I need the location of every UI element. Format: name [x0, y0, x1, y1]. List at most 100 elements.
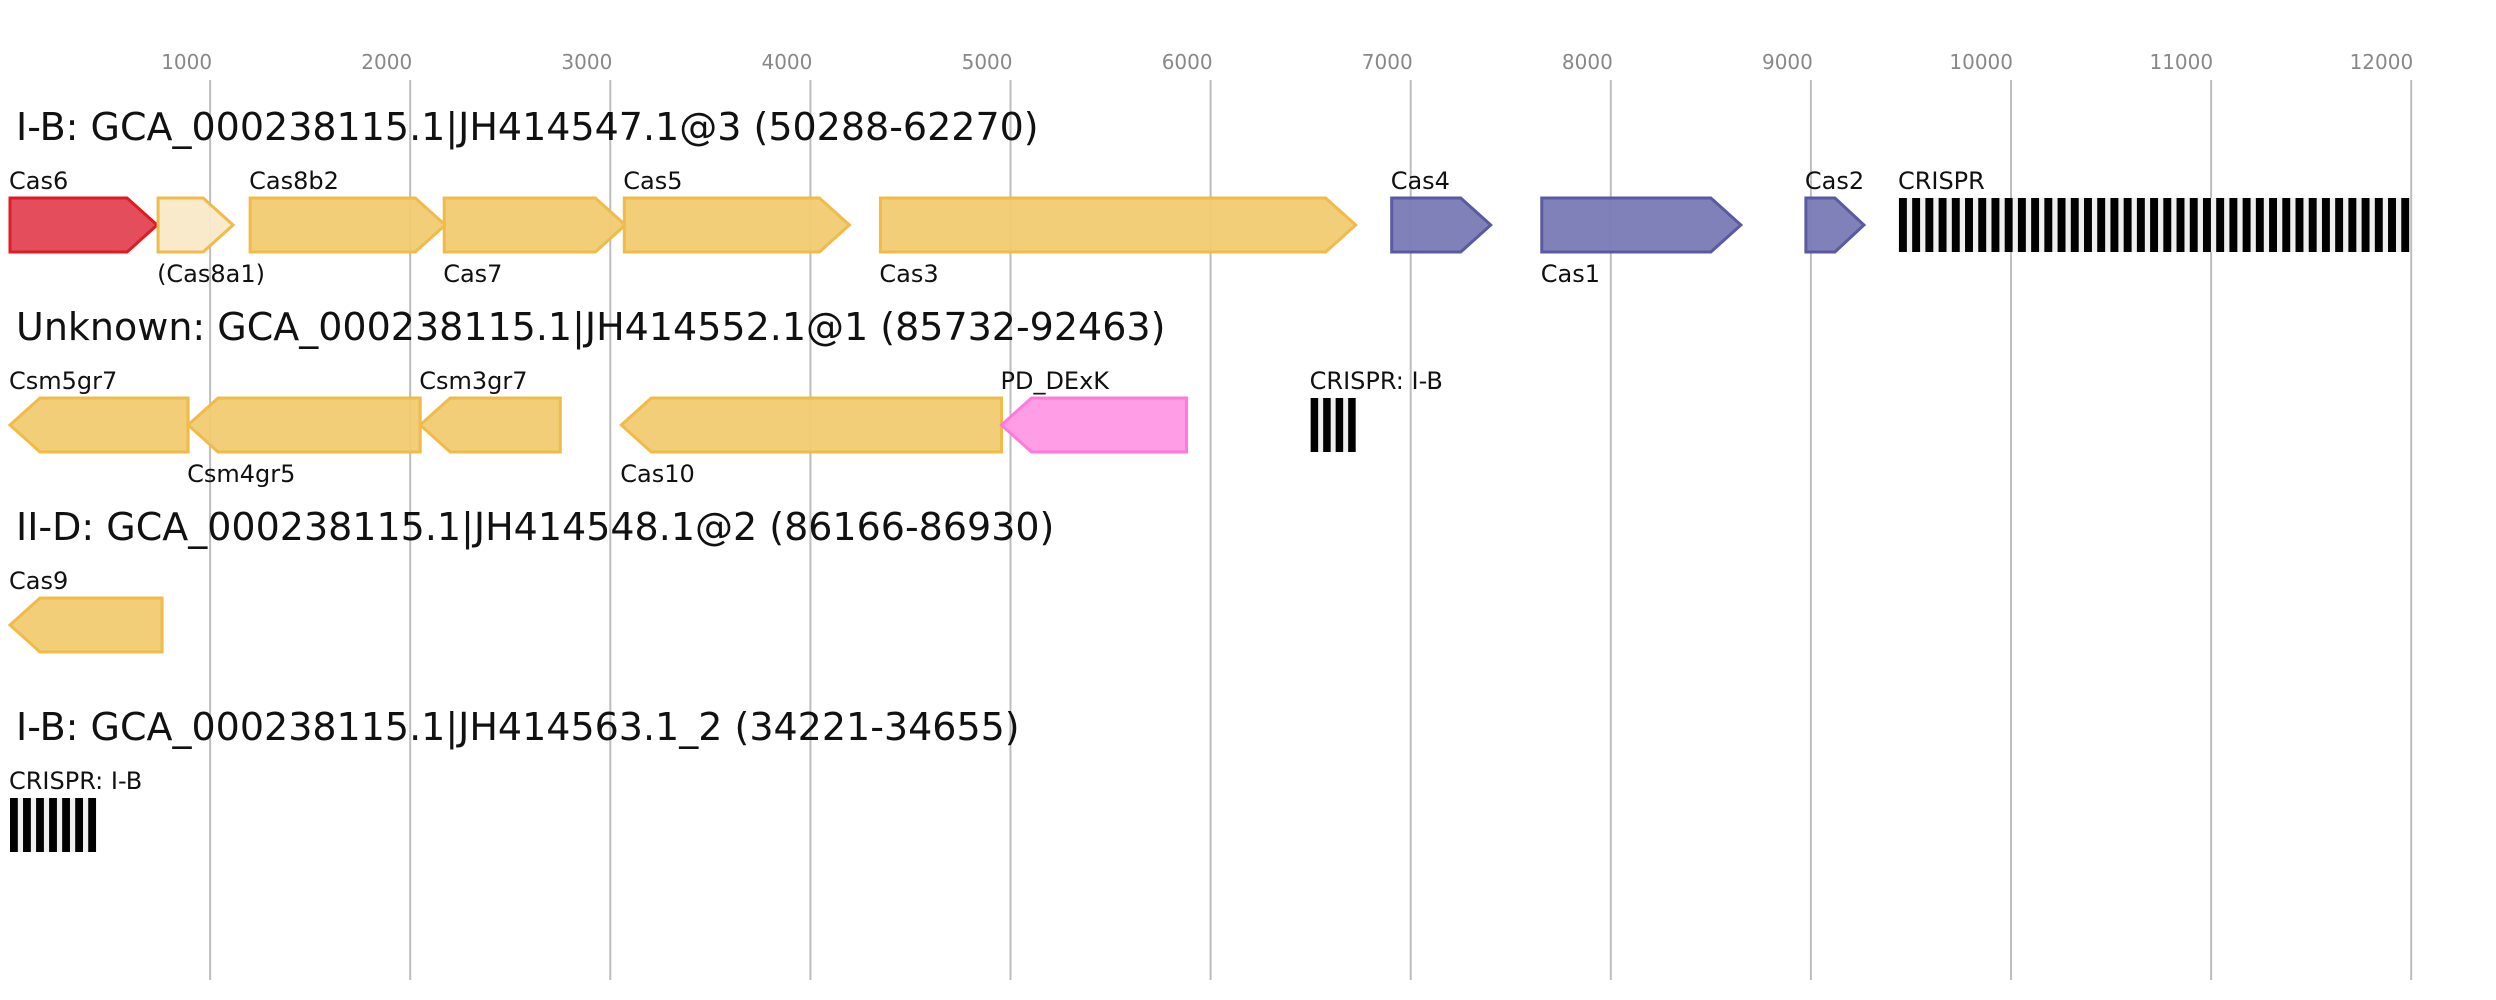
crispr-repeat [2123, 198, 2132, 252]
x-tick-label: 3000 [561, 50, 612, 74]
gene-csm5gr7[interactable]: Csm5gr7 [7, 367, 190, 454]
feature-label: CRISPR: I-B [1310, 367, 1443, 395]
crispr-repeat [2044, 198, 2053, 252]
crispr-repeat [1323, 398, 1331, 452]
gene-arrow-reverse[interactable] [7, 596, 164, 654]
crispr-repeat [2070, 198, 2079, 252]
crispr-repeat [2097, 198, 2106, 252]
feature-label: Cas1 [1541, 260, 1600, 288]
crispr-repeat [2136, 198, 2145, 252]
feature-label: Cas6 [9, 167, 68, 195]
feature-label: Cas4 [1391, 167, 1450, 195]
gene-cas9[interactable]: Cas9 [7, 567, 164, 654]
gene-arrow-reverse[interactable] [185, 396, 422, 454]
crispr-repeat [1951, 198, 1960, 252]
x-tick-label: 1000 [161, 50, 212, 74]
locus-title: I-B: GCA_000238115.1|JH414563.1_2 (34221… [16, 705, 1020, 750]
crispr-array[interactable]: CRISPR: I-B [9, 767, 142, 852]
crispr-repeat [2176, 198, 2185, 252]
locus-title: II-D: GCA_000238115.1|JH414548.1@2 (8616… [16, 505, 1054, 550]
crispr-repeat [1938, 198, 1947, 252]
gene-arrow-reverse[interactable] [417, 396, 562, 454]
gene-cas6[interactable]: Cas6 [8, 167, 160, 254]
feature-label: Csm3gr7 [419, 367, 527, 395]
gene-csm3gr7[interactable]: Csm3gr7 [417, 367, 562, 454]
gene-arrow-forward[interactable] [622, 196, 852, 254]
crispr-repeat [62, 798, 70, 852]
gene-arrow-forward[interactable] [8, 196, 160, 254]
crispr-repeat [2150, 198, 2159, 252]
gene-csm4gr5[interactable]: Csm4gr5 [185, 396, 422, 488]
locus-row: I-B: GCA_000238115.1|JH414547.1@3 (50288… [8, 105, 2410, 288]
crispr-repeat [2308, 198, 2317, 252]
gene-cas5[interactable]: Cas5 [622, 167, 852, 254]
feature-label: Cas2 [1805, 167, 1864, 195]
crispr-repeat [2374, 198, 2383, 252]
feature-label: Cas10 [620, 460, 695, 488]
crispr-repeat [2057, 198, 2066, 252]
gene-arrow-reverse[interactable] [7, 396, 190, 454]
crispr-repeat [1348, 398, 1356, 452]
gene-arrow-forward[interactable] [248, 196, 448, 254]
gene-cas8b2[interactable]: Cas8b2 [248, 167, 448, 254]
gene-cas2[interactable]: Cas2 [1804, 167, 1867, 254]
crispr-repeat [1965, 198, 1973, 252]
crispr-repeat [2348, 198, 2357, 252]
crispr-repeat [2110, 198, 2119, 252]
feature-label: Cas7 [443, 260, 502, 288]
crispr-repeat [2229, 198, 2238, 252]
x-tick-label: 4000 [761, 50, 812, 74]
crispr-repeat [2004, 198, 2013, 252]
crispr-repeat [75, 798, 84, 852]
crispr-repeat [1335, 398, 1344, 452]
feature-label: CRISPR: I-B [9, 767, 142, 795]
crispr-repeat [23, 798, 31, 852]
x-tick-label: 11000 [2149, 50, 2213, 74]
crispr-repeat [2335, 198, 2344, 252]
gene-arrow-forward[interactable] [1390, 196, 1493, 254]
crispr-repeat [2401, 198, 2410, 252]
gene-cas4[interactable]: Cas4 [1390, 167, 1493, 254]
feature-label: Cas3 [879, 260, 938, 288]
crispr-repeat [36, 798, 44, 852]
crispr-repeat [1991, 198, 2000, 252]
gene-cas3[interactable]: Cas3 [878, 196, 1358, 288]
crispr-repeat [2269, 198, 2278, 252]
crispr-repeat [49, 798, 57, 852]
gene-arrow-forward[interactable] [1540, 196, 1744, 254]
gene-pd-dexk[interactable]: PD_DExK [999, 367, 1189, 454]
feature-label: Cas8b2 [249, 167, 339, 195]
crispr-repeat [2388, 198, 2396, 252]
gene-cas7[interactable]: Cas7 [442, 196, 628, 288]
crispr-repeat [2282, 198, 2291, 252]
locus-row: I-B: GCA_000238115.1|JH414563.1_2 (34221… [9, 705, 1020, 852]
crispr-repeat [2202, 198, 2211, 252]
gene-arrow-forward[interactable] [878, 196, 1358, 254]
loci-layer: I-B: GCA_000238115.1|JH414547.1@3 (50288… [7, 105, 2410, 852]
crispr-repeat [2031, 198, 2040, 252]
gene-arrow-forward[interactable] [156, 196, 236, 254]
feature-label: Cas9 [9, 567, 68, 595]
gene-arrow-reverse[interactable] [999, 396, 1189, 454]
x-tick-label: 8000 [1562, 50, 1613, 74]
crispr-repeat [2361, 198, 2370, 252]
crispr-repeat [2189, 198, 2198, 252]
feature-label: Csm5gr7 [9, 367, 117, 395]
crispr-repeat [1912, 198, 1921, 252]
feature-label: (Cas8a1) [157, 260, 265, 288]
locus-title: I-B: GCA_000238115.1|JH414547.1@3 (50288… [16, 105, 1039, 150]
gene-arrow-reverse[interactable] [619, 396, 1003, 454]
x-tick-label: 10000 [1949, 50, 2013, 74]
x-tick-label: 12000 [2350, 50, 2414, 74]
gene-arrow-forward[interactable] [442, 196, 628, 254]
crispr-repeat [1925, 198, 1934, 252]
x-tick-label: 7000 [1362, 50, 1413, 74]
gene-cas8a1[interactable]: (Cas8a1) [156, 196, 265, 288]
crispr-repeat [88, 798, 97, 852]
gene-cas1[interactable]: Cas1 [1540, 196, 1744, 288]
gene-arrow-forward[interactable] [1804, 196, 1867, 254]
x-tick-label: 9000 [1762, 50, 1813, 74]
crispr-array[interactable]: CRISPR: I-B [1310, 367, 1443, 452]
crispr-array[interactable]: CRISPR [1898, 167, 2410, 252]
crispr-repeat [2017, 198, 2026, 252]
